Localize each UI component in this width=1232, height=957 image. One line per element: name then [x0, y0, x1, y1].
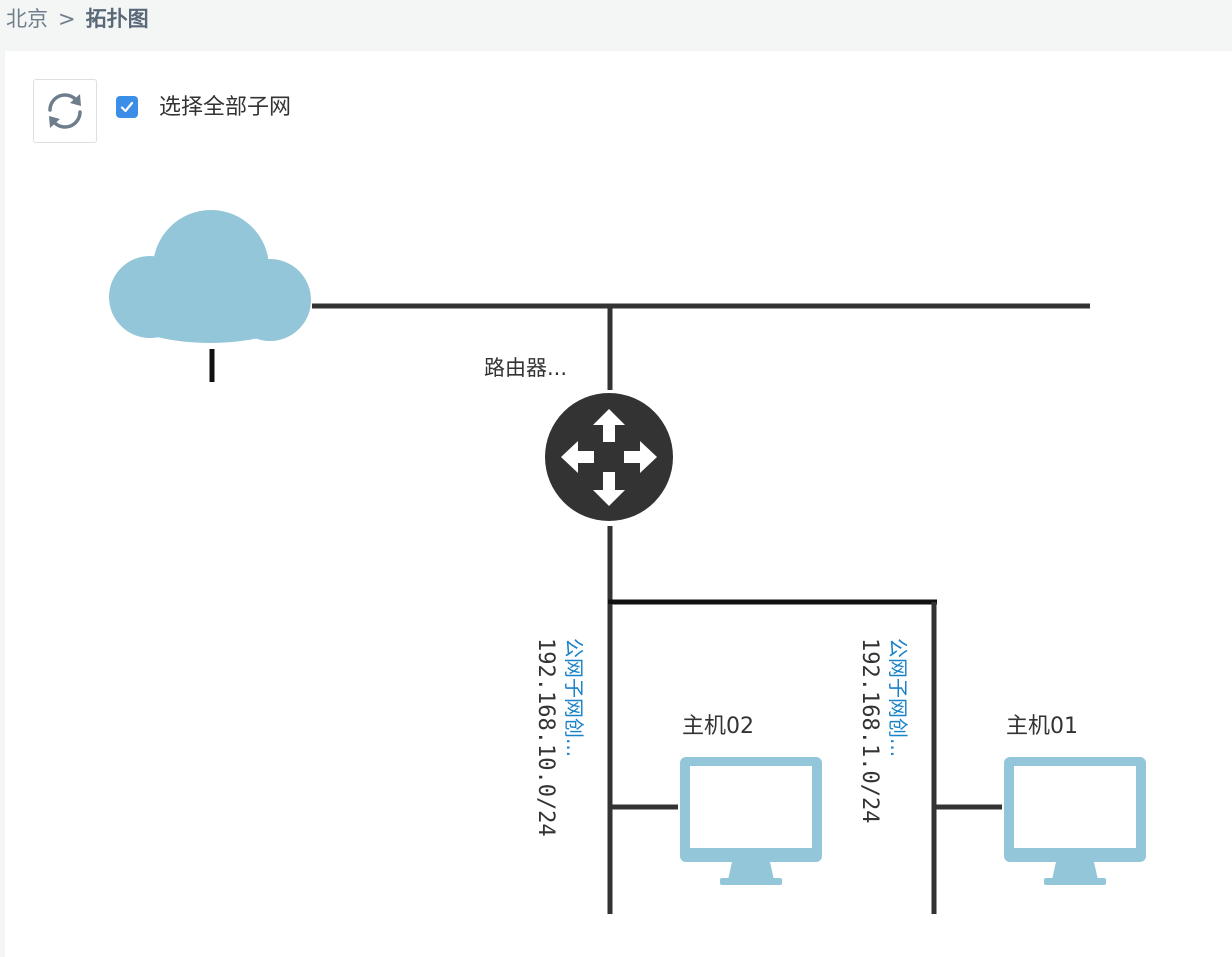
- subnet-1-cidr: 192.168.10.0/24: [533, 638, 558, 837]
- breadcrumb-current: 拓扑图: [85, 7, 149, 31]
- refresh-button[interactable]: [33, 79, 97, 143]
- host01-monitor-icon[interactable]: [1004, 757, 1146, 885]
- subnet-2-cidr: 192.168.1.0/24: [857, 638, 882, 823]
- router-label: 路由器...: [484, 356, 567, 380]
- host02-label: 主机02: [682, 714, 754, 739]
- subnet-2-labels: 公网子网创... 192.168.1.0/24: [857, 638, 910, 823]
- breadcrumb: 北京 > 拓扑图: [6, 4, 149, 34]
- select-all-subnets-label[interactable]: 选择全部子网: [159, 95, 292, 120]
- cloud-icon[interactable]: [109, 210, 311, 343]
- subnet-1-name[interactable]: 公网子网创...: [562, 638, 586, 757]
- checkmark-icon: [120, 101, 134, 113]
- host02-monitor-icon[interactable]: [680, 757, 822, 885]
- subnet-2-name[interactable]: 公网子网创...: [886, 638, 910, 757]
- breadcrumb-parent[interactable]: 北京: [6, 7, 48, 31]
- router-icon[interactable]: [545, 393, 673, 521]
- refresh-icon: [48, 93, 82, 129]
- subnet-1-labels: 公网子网创... 192.168.10.0/24: [533, 638, 586, 837]
- select-all-subnets-checkbox[interactable]: [116, 96, 138, 118]
- host01-label: 主机01: [1006, 714, 1078, 739]
- breadcrumb-separator: >: [58, 7, 76, 31]
